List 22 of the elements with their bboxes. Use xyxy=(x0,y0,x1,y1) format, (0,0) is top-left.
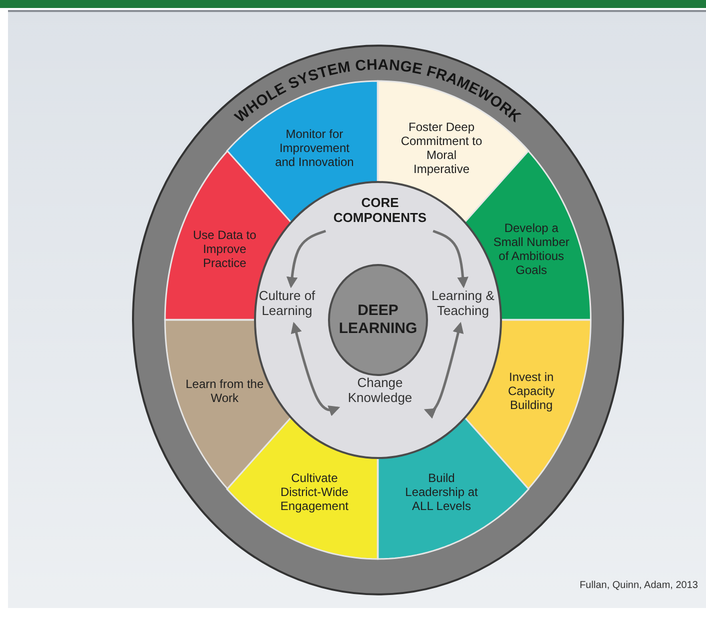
framework-segment xyxy=(165,320,292,489)
component-label: Change Knowledge xyxy=(340,375,420,405)
core-heading: CORE COMPONENTS xyxy=(315,195,445,225)
segment-label: Build Leadership at ALL Levels xyxy=(404,470,479,513)
curved-arrow xyxy=(290,322,340,416)
segment-label: Monitor for Improvement and Innovation xyxy=(274,127,355,170)
segment-label: Use Data to Improve Practice xyxy=(192,228,258,270)
framework-segment xyxy=(464,320,591,489)
caption: Fullan, Quinn, Adam, 2013 xyxy=(580,580,698,591)
curved-arrow xyxy=(286,230,326,288)
segment-label: Cultivate District-Wide Engagement xyxy=(279,470,350,513)
curved-arrow xyxy=(424,322,464,419)
framework-segment xyxy=(378,416,529,559)
center-label: DEEP LEARNING xyxy=(338,302,418,338)
segment-label: Invest in Capacity Building xyxy=(507,370,556,412)
component-label: Culture of Learning xyxy=(252,288,322,318)
segment-label: Learn from the Work xyxy=(184,377,265,406)
framework-segment xyxy=(227,416,378,559)
component-label: Learning & Teaching xyxy=(428,288,498,318)
segment-label: Develop a Small Number of Ambitious Goals xyxy=(492,220,570,277)
curved-arrow xyxy=(432,230,468,288)
segment-label: Foster Deep Commitment to Moral Imperative xyxy=(400,120,482,176)
